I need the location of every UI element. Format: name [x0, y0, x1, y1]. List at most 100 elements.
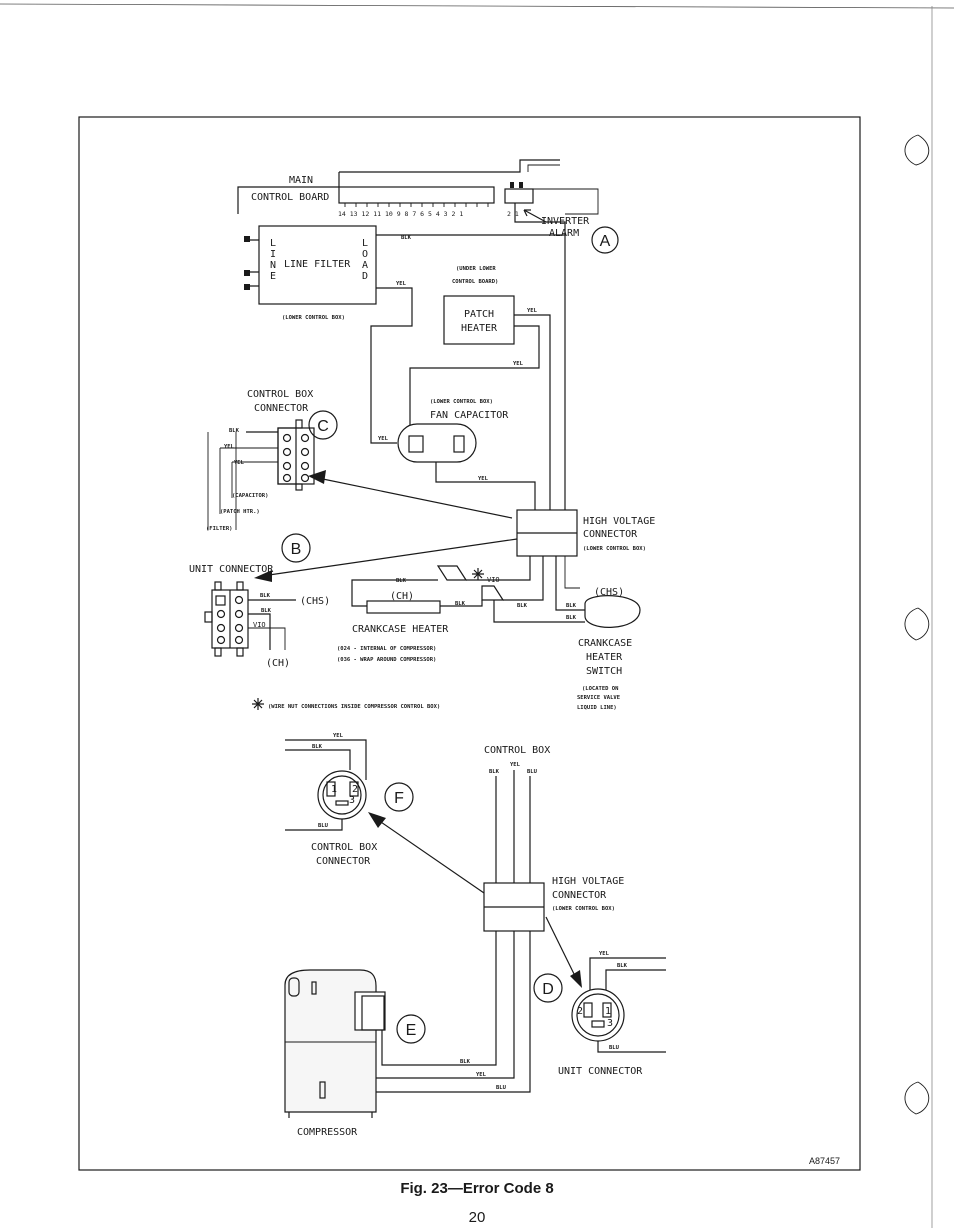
load-letter-d: D: [362, 271, 368, 282]
line-letter-l: L: [270, 238, 276, 249]
control-box-label: CONTROL BOX: [247, 389, 313, 400]
alarm-label: ALARM: [549, 228, 579, 239]
lower-control-box-label-3: (LOWER CONTROL BOX): [583, 546, 646, 552]
line-filter: L I N E LINE FILTER L O A D (LOWER CONTR…: [244, 225, 565, 444]
lower-control-box-label-4: (LOWER CONTROL BOX): [552, 906, 615, 912]
inverter-pins-label: 2 1: [507, 210, 519, 218]
located-label-1: (LOCATED ON: [582, 686, 618, 692]
callout-b: [281, 533, 311, 563]
located-label-2: SERVICE VALVE: [577, 695, 620, 701]
heater-switch-label: HEATER: [586, 652, 623, 663]
pin-1-label-d: 1: [605, 1006, 611, 1017]
wire-blk-label-5: BLK: [396, 578, 407, 584]
figure-caption: Fig. 23—Error Code 8: [400, 1180, 554, 1197]
arrow-to-connector-c: [317, 477, 513, 519]
pin-3-label-d: 3: [607, 1018, 613, 1029]
binder-hole-middle: [904, 607, 930, 641]
arrow-to-connector-d: [545, 916, 577, 979]
wire-nut-note-text: (WIRE NUT CONNECTIONS INSIDE COMPRESSOR …: [268, 704, 440, 710]
asterisk-symbol: [472, 568, 484, 580]
pin-2-label: 2: [352, 784, 358, 795]
wire-blk-label-9: BLK: [566, 615, 577, 621]
callout-f: [384, 782, 414, 812]
fan-capacitor: (LOWER CONTROL BOX) FAN CAPACITOR YEL YE…: [378, 399, 536, 510]
pin-2-label-d: 2: [577, 1006, 583, 1017]
line-letter-n: N: [270, 260, 276, 271]
wire-yel-label-7: YEL: [234, 460, 245, 466]
capacitor-label: (CAPACITOR): [232, 493, 268, 499]
crank-note-1: (024 - INTERNAL OF COMPRESSOR): [337, 646, 436, 652]
page-number: 20: [468, 1209, 486, 1226]
load-letter-o: O: [362, 249, 368, 260]
wire-blu-label-1: BLU: [318, 823, 329, 829]
heater-label: HEATER: [461, 323, 498, 334]
switch-label: SWITCH: [586, 666, 622, 677]
wire-blk-label-3: BLK: [260, 593, 271, 599]
wire-blk-label-8: BLK: [566, 603, 577, 609]
ch-label-middle: (CH): [390, 591, 414, 602]
lower-control-box-label-1: (LOWER CONTROL BOX): [282, 315, 345, 321]
wire-yel-label-9: YEL: [510, 762, 521, 768]
wire-blk-label-10: BLK: [312, 744, 323, 750]
crankcase-heater-switch: (CHS) BLK BLK CRANKCASE HEATER SWITCH (L…: [566, 587, 641, 711]
under-lower-label: (UNDER LOWER: [456, 266, 496, 272]
wire-yel-label-2: YEL: [527, 308, 538, 314]
load-letter-a: A: [362, 260, 368, 271]
line-letter-e: E: [270, 271, 276, 282]
wire-yel-label-8: YEL: [333, 733, 344, 739]
binder-hole-bottom: [904, 1081, 930, 1115]
patch-label: PATCH: [464, 309, 494, 320]
control-board-label: CONTROL BOARD: [251, 192, 329, 203]
wire-blk-label-4: BLK: [261, 608, 272, 614]
inverter-arrow: [523, 209, 547, 223]
high-voltage-connector-label: CONNECTOR: [583, 529, 638, 540]
hv-bottom-connector-label: CONNECTOR: [552, 890, 607, 901]
control-box-connector-f: YEL BLK 1 2 3 BLU F CONTROL BOX CONNECTO…: [285, 733, 485, 894]
chs-label-left: (CHS): [300, 596, 330, 607]
compressor-label: COMPRESSOR: [297, 1127, 358, 1138]
main-label: MAIN: [289, 175, 313, 186]
control-box-connector-c: CONTROL BOX CONNECTOR C BLK YEL YEL (CAP…: [206, 389, 513, 532]
main-control-board: MAIN CONTROL BOARD 14 13 12 11 10 9 8 7 …: [237, 159, 619, 254]
wire-blu-label-3: BLU: [496, 1085, 507, 1091]
wire-nut-note: (WIRE NUT CONNECTIONS INSIDE COMPRESSOR …: [252, 698, 440, 710]
hv-bottom-label: HIGH VOLTAGE: [552, 876, 624, 887]
crankcase-heater: BLK VIO (CH) BLK BLK CRANKCASE HEATER (0…: [337, 565, 585, 663]
arrow-head-f: [368, 812, 386, 828]
figure-code: A87457: [809, 1156, 840, 1166]
figure-frame: [78, 116, 861, 1171]
located-label-3: LIQUID LINE): [577, 705, 617, 711]
line-filter-label: LINE FILTER: [284, 259, 351, 270]
compressor: E COMPRESSOR: [284, 969, 426, 1138]
ch-label-left: (CH): [266, 658, 290, 669]
wire-nut-1: [436, 565, 468, 581]
connector-f-label: CONNECTOR: [316, 856, 371, 867]
load-letter-l: L: [362, 238, 368, 249]
arrow-head-c: [308, 470, 326, 484]
arrow-head-d: [570, 970, 582, 988]
unit-connector-b: UNIT CONNECTOR B BLK BLK VIO (CHS) (CH): [189, 533, 330, 669]
control-box-f-label: CONTROL BOX: [311, 842, 377, 853]
wire-blk-label-12: BLK: [460, 1059, 471, 1065]
wire-blu-label-2: BLU: [527, 769, 538, 775]
callout-e-letter: E: [406, 1022, 417, 1039]
unit-connector-d: YEL BLK 2 1 3 BLU D UNIT CONNECTOR: [533, 951, 666, 1077]
wire-yel-label-3: YEL: [513, 361, 524, 367]
wire-blk-label-1: BLK: [401, 235, 412, 241]
wire-blk-label-6: BLK: [455, 601, 466, 607]
chs-label-right: (CHS): [594, 587, 624, 598]
crankcase-heater-label: CRANKCASE HEATER: [352, 624, 449, 635]
wire-yel-label-1: YEL: [396, 281, 407, 287]
pin-3-label: 3: [349, 795, 355, 806]
callout-e: [396, 1014, 426, 1044]
binder-hole-top: [904, 134, 930, 166]
wire-blk-label-13: BLK: [617, 963, 628, 969]
wire-yel-label-4: YEL: [378, 436, 389, 442]
wire-yel-label-6: YEL: [224, 444, 235, 450]
crankcase-label: CRANKCASE: [578, 638, 632, 649]
wire-blk-label-2: BLK: [229, 428, 240, 434]
unit-connector-d-label: UNIT CONNECTOR: [558, 1066, 643, 1077]
line-letter-i: I: [270, 249, 276, 260]
callout-a: [591, 226, 619, 254]
